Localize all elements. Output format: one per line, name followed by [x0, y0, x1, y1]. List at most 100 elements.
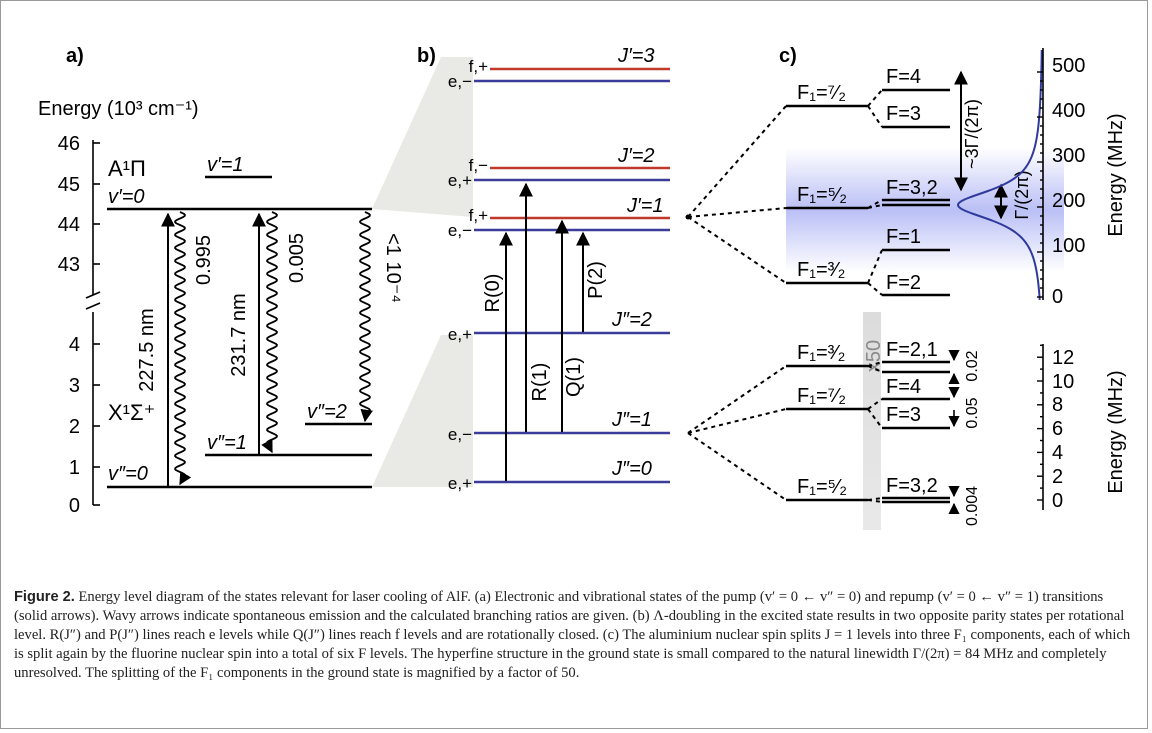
parity-J1-f: f,+: [469, 206, 488, 225]
panel-c-label: c): [779, 45, 797, 67]
tick-c-100: 100: [1052, 235, 1085, 257]
tick-a-46: 46: [58, 133, 80, 155]
tick-a-1: 1: [69, 457, 80, 479]
F1-labels: F₁=⁷⁄₂ F₁=⁵⁄₂ F₁=³⁄₂ F₁=³⁄₂ F₁=⁷⁄₂ F₁=⁵⁄…: [797, 82, 847, 498]
wavelength-227: 227.5 nm: [136, 308, 158, 391]
parity-J2-e: e,+: [448, 171, 472, 190]
label-J-dprime-0: J″=0: [611, 458, 652, 480]
label-F4-excited: F=4: [886, 66, 921, 88]
label-F2-excited: F=2: [886, 272, 921, 294]
panel-a: a) Energy (10³ cm⁻¹) 46 45 44 43 4 3 2 1…: [38, 45, 404, 517]
parity-J2-f: f,−: [469, 156, 488, 175]
energy-level-figure: a) Energy (10³ cm⁻¹) 46 45 44 43 4 3 2 1…: [38, 45, 1127, 530]
label-F1-52-ground: F₁=⁵⁄₂: [797, 476, 847, 498]
axis-c-lower-title: Energy (MHz): [1105, 370, 1127, 493]
decay-wavy-arrow-v1: [261, 211, 278, 454]
tick-c-10: 10: [1052, 371, 1074, 393]
decay-wavy-arrow-v0: [174, 211, 192, 486]
branching-0995: 0.995: [193, 235, 215, 285]
label-F21-ground: F=2,1: [886, 339, 938, 361]
axis-c-upper-tick-labels: 500 400 300 200 100 0: [1052, 55, 1085, 308]
label-J-prime-3: J′=3: [617, 45, 655, 67]
panel-c: x50 c): [685, 45, 1127, 530]
ground-splitting-labels: 0.02 0.05 0.004: [964, 350, 981, 526]
caption-label: Figure 2.: [14, 589, 75, 605]
parity-Jd0: e,+: [448, 474, 472, 493]
branching-small: <1 10⁻⁴: [382, 233, 404, 303]
parity-J3-e: e,−: [448, 72, 472, 91]
label-F1-72-excited: F₁=⁷⁄₂: [797, 82, 846, 104]
tick-c-2: 2: [1052, 466, 1063, 488]
axis-c-lower-ticks: [1037, 344, 1043, 501]
label-F1-52-excited: F₁=⁵⁄₂: [797, 184, 847, 206]
splitting-005: 0.05: [964, 397, 981, 428]
figure-caption: Figure 2. Energy level diagram of the st…: [14, 588, 1134, 683]
branching-0005: 0.005: [286, 233, 308, 283]
label-F3-excited: F=3: [886, 103, 921, 125]
F-levels: [882, 88, 950, 504]
panel-b: b) f,+ e,− f,− e,+ f,+ e,− e,+ e,− e,+ J…: [417, 45, 670, 493]
decay-wavy-arrow-v2: [359, 211, 373, 423]
label-v-prime-1: v′=1: [207, 154, 244, 176]
label-v-dprime-0: v″=0: [108, 463, 148, 485]
label-P2: P(2): [585, 261, 607, 299]
zoom-connector-lower: [372, 335, 473, 487]
hyperfine-connectors: [687, 89, 883, 503]
axis-a-ticks: [93, 142, 100, 506]
lorentzian-profile: [956, 49, 1043, 301]
panel-a-level-labels: v′=0 v′=1 v″=0 v″=1 v″=2: [108, 154, 347, 485]
caption-text: Energy level diagram of the states relev…: [14, 589, 1131, 681]
tick-c-300: 300: [1052, 145, 1085, 167]
tick-c-12: 12: [1052, 347, 1074, 369]
parity-Jd2: e,+: [448, 325, 472, 344]
label-J-dprime-2: J″=2: [611, 309, 652, 331]
three-gamma-label: ~3Γ/(2π): [962, 99, 982, 169]
tick-a-4: 4: [69, 334, 80, 356]
label-J-prime-1: J′=1: [626, 195, 664, 217]
fan-origin-upper: [685, 214, 691, 220]
zoom-connector-upper: [372, 57, 473, 217]
panel-a-axis-title: Energy (10³ cm⁻¹): [38, 98, 199, 120]
panel-b-level-labels: J′=3 J′=2 J′=1 J″=2 J″=1 J″=0: [611, 45, 664, 480]
axis-c-upper-title: Energy (MHz): [1105, 113, 1127, 236]
label-R0: R(0): [482, 274, 504, 313]
tick-a-2: 2: [69, 416, 80, 438]
rotational-line-labels: R(0) R(1) Q(1) P(2): [482, 261, 607, 401]
linewidth-band: [786, 148, 1064, 272]
tick-c-200: 200: [1052, 190, 1085, 212]
tick-a-45: 45: [58, 174, 80, 196]
label-Q1: Q(1): [563, 357, 585, 397]
label-F1-72-ground: F₁=⁷⁄₂: [797, 385, 846, 407]
tick-c-500: 500: [1052, 55, 1085, 77]
label-F1-32-excited: F₁=³⁄₂: [797, 259, 845, 281]
tick-a-3: 3: [69, 375, 80, 397]
state-A1Pi: A¹Π: [108, 156, 146, 181]
tick-c-4: 4: [1052, 442, 1063, 464]
label-F1-excited: F=1: [886, 226, 921, 248]
state-X1Sigma: X¹Σ⁺: [108, 400, 155, 425]
parity-J3-f: f,+: [469, 57, 488, 76]
panel-a-levels: [107, 175, 372, 489]
axis-a-tick-labels: 46 45 44 43 4 3 2 1 0: [58, 133, 80, 517]
panel-b-label: b): [417, 45, 436, 67]
rotational-lines: [499, 182, 590, 481]
F-labels: F=4 F=3 F=3,2 F=1 F=2 F=2,1 F=4 F=3 F=3,…: [886, 66, 938, 497]
parity-Jd1: e,−: [448, 425, 472, 444]
axis-c-upper-ticks: [1037, 71, 1043, 298]
parity-J1-e: e,−: [448, 221, 472, 240]
tick-c-6: 6: [1052, 418, 1063, 440]
tick-c-0-lower: 0: [1052, 490, 1063, 512]
gamma-label: Γ/(2π): [1012, 170, 1032, 219]
label-F3-ground: F=3: [886, 404, 921, 426]
splitting-0004: 0.004: [964, 486, 981, 526]
tick-c-0: 0: [1052, 286, 1063, 308]
tick-a-44: 44: [58, 214, 80, 236]
label-J-prime-2: J′=2: [617, 145, 655, 167]
magnification-label: x50: [863, 340, 885, 372]
splitting-002: 0.02: [964, 350, 981, 381]
tick-c-8: 8: [1052, 394, 1063, 416]
label-J-dprime-1: J″=1: [611, 409, 652, 431]
label-F4-ground: F=4: [886, 376, 921, 398]
label-F32-excited: F=3,2: [886, 177, 938, 199]
